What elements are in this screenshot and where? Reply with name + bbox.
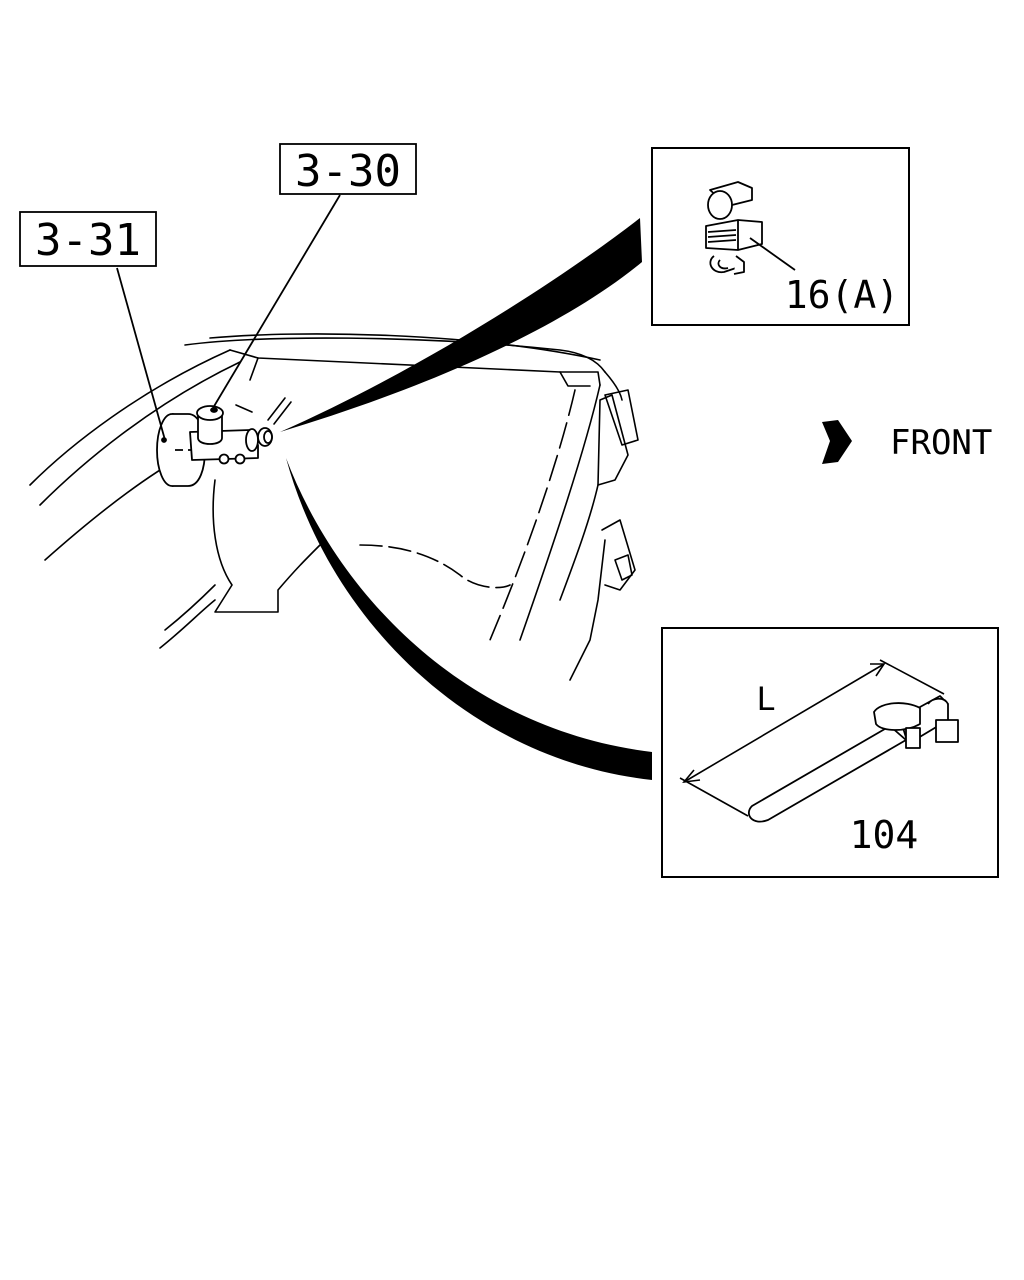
arrow-right-icon xyxy=(822,420,852,464)
front-label: FRONT xyxy=(890,423,992,463)
dimension-label: L xyxy=(756,680,775,718)
dimension-l xyxy=(679,659,945,817)
part-label-16a: 16(A) xyxy=(785,273,899,317)
detail-wedge-pin xyxy=(286,458,652,780)
callout-leaders xyxy=(116,194,341,441)
vehicle-body-outline xyxy=(29,333,639,681)
pin-icon xyxy=(747,695,959,823)
ref-label-3-30: 3-30 xyxy=(295,146,401,197)
ref-box-3-31: 3-31 xyxy=(19,211,157,267)
detail-box-clip: 16(A) xyxy=(651,147,910,326)
brake-booster-assembly xyxy=(156,405,273,487)
clip-icon xyxy=(705,181,763,275)
part-label-104: 104 xyxy=(850,813,919,857)
ref-box-3-30: 3-30 xyxy=(279,143,417,197)
front-direction-indicator: FRONT xyxy=(822,420,992,464)
detail-box-pin: L 104 xyxy=(661,627,999,878)
detail-wedge-clip xyxy=(280,218,642,432)
ref-label-3-31: 3-31 xyxy=(35,215,141,266)
